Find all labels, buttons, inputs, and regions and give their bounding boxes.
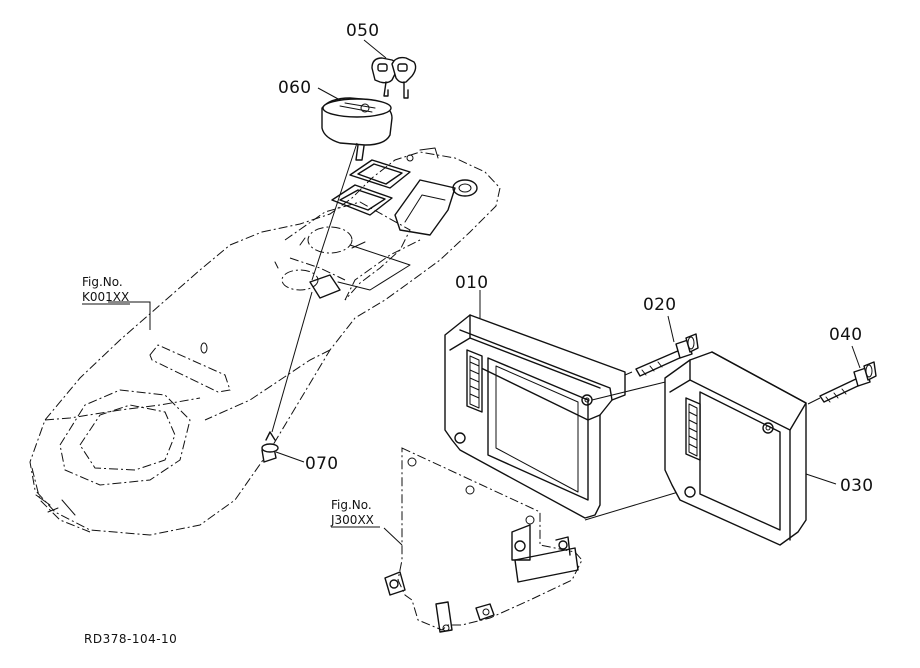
screw-070-illustration — [261, 291, 313, 463]
part-020-label: 020 — [643, 295, 676, 315]
console-outline — [29, 147, 501, 536]
part-050-label: 050 — [346, 21, 379, 41]
part-070-label: 070 — [305, 454, 338, 474]
keys-illustration — [371, 56, 417, 99]
bolt-020-illustration — [624, 333, 699, 377]
cap-illustration — [311, 97, 393, 281]
fig-ref-j300xx-label: Fig.No. — [331, 498, 372, 512]
bracket-outline — [384, 447, 583, 633]
part-040-label: 040 — [829, 325, 862, 345]
fig-ref-k001xx-label: Fig.No. — [82, 275, 123, 289]
part-030-label: 030 — [840, 476, 873, 496]
cover-030-illustration — [664, 351, 807, 546]
part-010-label: 010 — [455, 273, 488, 293]
drawing-code: RD378-104-10 — [84, 632, 177, 646]
part-060-label: 060 — [278, 78, 311, 98]
fig-ref-k001xx-code: K001XX — [82, 290, 129, 304]
callout-leaders — [108, 39, 861, 546]
bolt-040-illustration — [807, 361, 877, 405]
fig-ref-j300xx-code: J300XX — [330, 513, 374, 527]
